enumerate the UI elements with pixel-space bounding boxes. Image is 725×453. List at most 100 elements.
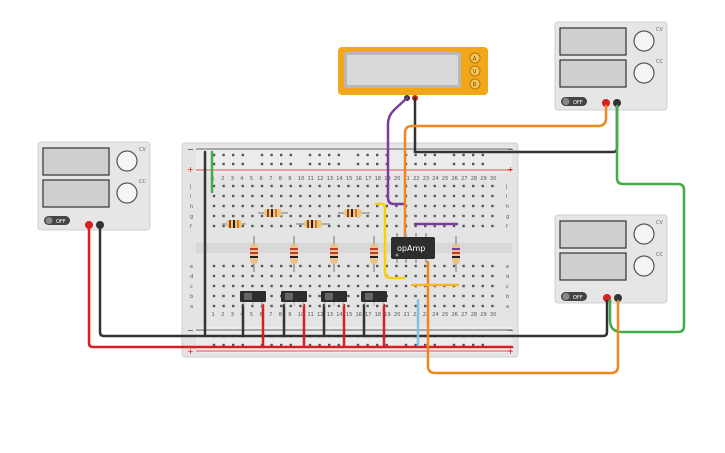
terminal-hole[interactable] xyxy=(356,224,360,228)
terminal-hole[interactable] xyxy=(472,204,475,208)
terminal-hole[interactable] xyxy=(318,264,321,268)
terminal-hole[interactable] xyxy=(366,284,369,288)
terminal-hole[interactable] xyxy=(481,294,484,298)
terminal-hole[interactable] xyxy=(289,214,292,218)
terminal-hole[interactable] xyxy=(222,304,225,308)
terminal-hole[interactable] xyxy=(472,194,475,198)
terminal-hole[interactable] xyxy=(376,284,379,288)
terminal-hole[interactable] xyxy=(308,214,312,218)
terminal-hole[interactable] xyxy=(241,214,244,218)
terminal-hole[interactable] xyxy=(308,284,312,288)
terminal-hole[interactable] xyxy=(318,294,321,298)
rail-hole[interactable] xyxy=(481,343,484,347)
dial-knob-icon[interactable] xyxy=(633,30,655,52)
terminal-hole[interactable] xyxy=(328,184,331,188)
terminal-hole[interactable] xyxy=(481,264,484,268)
terminal-hole[interactable] xyxy=(222,294,225,298)
terminal-hole[interactable] xyxy=(433,264,436,268)
terminal-hole[interactable] xyxy=(491,274,494,278)
terminal-hole[interactable] xyxy=(424,224,427,228)
rail-hole[interactable] xyxy=(481,162,484,166)
terminal-hole[interactable] xyxy=(318,204,321,208)
rail-hole[interactable] xyxy=(289,153,292,157)
terminal-hole[interactable] xyxy=(472,224,475,228)
terminal-hole[interactable] xyxy=(491,224,494,228)
terminal-hole[interactable] xyxy=(318,194,321,198)
terminal-hole[interactable] xyxy=(222,284,225,288)
rail-hole[interactable] xyxy=(366,343,369,347)
terminal-hole[interactable] xyxy=(270,274,273,278)
terminal-hole[interactable] xyxy=(337,264,340,268)
terminal-hole[interactable] xyxy=(452,224,456,228)
terminal-hole[interactable] xyxy=(232,294,235,298)
terminal-hole[interactable] xyxy=(452,264,456,268)
rail-hole[interactable] xyxy=(424,153,427,157)
terminal-hole[interactable] xyxy=(299,284,302,288)
terminal-hole[interactable] xyxy=(328,194,331,198)
rail-hole[interactable] xyxy=(241,153,244,157)
terminal-hole[interactable] xyxy=(462,264,465,268)
terminal-hole[interactable] xyxy=(481,274,484,278)
terminal-hole[interactable] xyxy=(462,224,465,228)
terminal-hole[interactable] xyxy=(452,304,456,308)
terminal-hole[interactable] xyxy=(260,264,264,268)
terminal-hole[interactable] xyxy=(260,284,264,288)
rail-hole[interactable] xyxy=(424,343,427,347)
terminal-hole[interactable] xyxy=(424,214,427,218)
rail-hole[interactable] xyxy=(356,343,360,347)
terminal-hole[interactable] xyxy=(472,274,475,278)
breadboard[interactable]: − + − + − + − + 112233445566778899101011… xyxy=(181,142,519,358)
terminal-hole[interactable] xyxy=(452,214,456,218)
terminal-hole[interactable] xyxy=(472,294,475,298)
terminal-hole[interactable] xyxy=(491,264,494,268)
terminal-hole[interactable] xyxy=(414,194,417,198)
terminal-hole[interactable] xyxy=(376,204,379,208)
terminal-hole[interactable] xyxy=(395,184,398,188)
terminal-hole[interactable] xyxy=(328,304,331,308)
terminal-hole[interactable] xyxy=(376,224,379,228)
rail-hole[interactable] xyxy=(260,162,264,166)
terminal-hole[interactable] xyxy=(414,184,417,188)
rail-hole[interactable] xyxy=(318,162,321,166)
rail-hole[interactable] xyxy=(318,153,321,157)
terminal-hole[interactable] xyxy=(356,204,360,208)
terminal-hole[interactable] xyxy=(414,204,417,208)
terminal-hole[interactable] xyxy=(366,264,369,268)
terminal-hole[interactable] xyxy=(414,214,417,218)
terminal-hole[interactable] xyxy=(443,304,446,308)
terminal-hole[interactable] xyxy=(222,264,225,268)
rail-hole[interactable] xyxy=(222,343,225,347)
terminal-hole[interactable] xyxy=(424,194,427,198)
terminal-hole[interactable] xyxy=(443,294,446,298)
terminal-hole[interactable] xyxy=(356,294,360,298)
terminal-hole[interactable] xyxy=(318,284,321,288)
rail-hole[interactable] xyxy=(280,153,283,157)
terminal-hole[interactable] xyxy=(414,274,417,278)
terminal-hole[interactable] xyxy=(395,204,398,208)
wires[interactable] xyxy=(87,96,686,375)
terminal-hole[interactable] xyxy=(356,284,360,288)
terminal-hole[interactable] xyxy=(251,274,254,278)
terminal-hole[interactable] xyxy=(395,194,398,198)
terminal-hole[interactable] xyxy=(222,184,225,188)
terminal-hole[interactable] xyxy=(376,194,379,198)
terminal-hole[interactable] xyxy=(424,274,427,278)
terminal-hole[interactable] xyxy=(347,284,350,288)
rail-hole[interactable] xyxy=(270,162,273,166)
terminal-hole[interactable] xyxy=(270,284,273,288)
terminal-hole[interactable] xyxy=(472,284,475,288)
rail-hole[interactable] xyxy=(433,153,436,157)
multimeter[interactable]: A V R xyxy=(338,47,488,101)
terminal-hole[interactable] xyxy=(481,194,484,198)
rail-hole[interactable] xyxy=(452,162,456,166)
terminal-hole[interactable] xyxy=(270,184,273,188)
terminal-hole[interactable] xyxy=(280,184,283,188)
terminal-hole[interactable] xyxy=(347,294,350,298)
terminal-hole[interactable] xyxy=(395,294,398,298)
terminal-hole[interactable] xyxy=(232,204,235,208)
terminal-negative[interactable] xyxy=(613,99,621,107)
terminal-hole[interactable] xyxy=(491,184,494,188)
terminal-hole[interactable] xyxy=(414,304,417,308)
opamp-chip[interactable]: opAmp xyxy=(391,233,435,263)
terminal-hole[interactable] xyxy=(424,304,427,308)
